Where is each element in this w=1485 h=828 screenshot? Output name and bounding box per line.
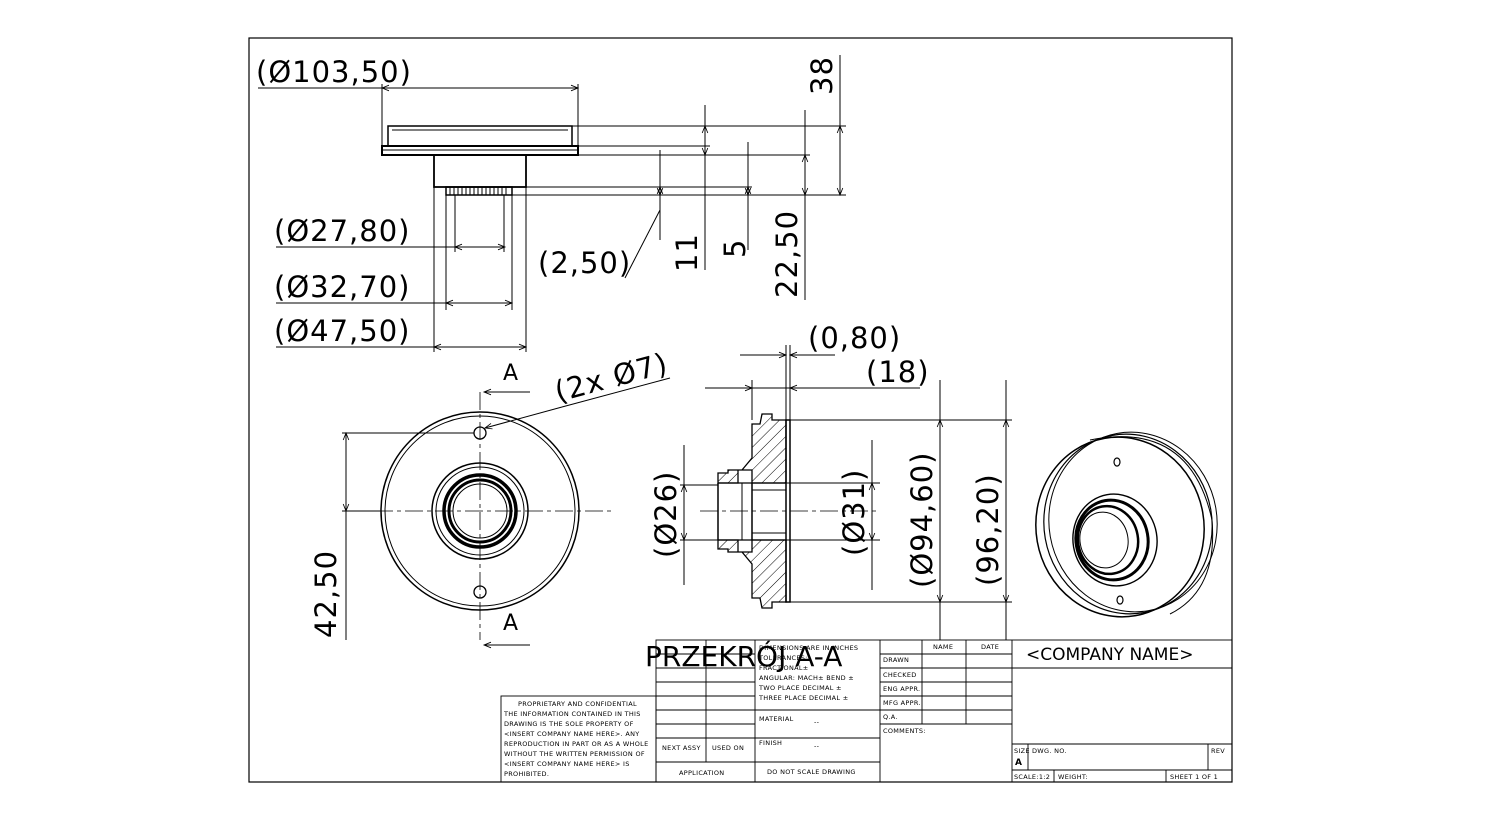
circular-view bbox=[345, 392, 615, 640]
svg-text:THREE PLACE DECIMAL ±: THREE PLACE DECIMAL ± bbox=[758, 694, 848, 702]
finish-value: -- bbox=[814, 742, 820, 750]
dim-diameter-27-80: (Ø27,80) bbox=[274, 214, 410, 248]
svg-text:<INSERT COMPANY NAME HERE> IS: <INSERT COMPANY NAME HERE> IS bbox=[504, 760, 630, 768]
dim-96-20: (96,20) bbox=[971, 473, 1005, 586]
dim-11: 11 bbox=[670, 233, 704, 272]
row-mfg-appr: MFG APPR. bbox=[883, 699, 921, 707]
dim-38: 38 bbox=[805, 56, 839, 95]
weight-label: WEIGHT: bbox=[1058, 773, 1088, 781]
name-header: NAME bbox=[933, 643, 953, 651]
svg-text:PROPRIETARY AND CONFIDENTIAL: PROPRIETARY AND CONFIDENTIAL bbox=[518, 700, 637, 708]
size-value: A bbox=[1015, 758, 1022, 768]
dim-diameter-47-50: (Ø47,50) bbox=[274, 314, 410, 348]
size-label: SIZE bbox=[1014, 747, 1030, 755]
svg-text:TWO PLACE DECIMAL ±: TWO PLACE DECIMAL ± bbox=[758, 684, 842, 692]
svg-text:DRAWING IS THE SOLE PROPERTY O: DRAWING IS THE SOLE PROPERTY OF bbox=[504, 720, 634, 728]
dim-2x-diameter-7: (2x Ø7) bbox=[551, 346, 672, 409]
svg-text:DIMENSIONS ARE IN INCHES: DIMENSIONS ARE IN INCHES bbox=[759, 644, 858, 652]
proprietary-notice: PROPRIETARY AND CONFIDENTIAL THE INFORMA… bbox=[503, 700, 649, 778]
sheet-label: SHEET 1 OF 1 bbox=[1170, 773, 1218, 781]
section-view-dimensions bbox=[680, 345, 1012, 640]
section-marker-top: A bbox=[503, 361, 518, 386]
svg-text:TOLERANCES:: TOLERANCES: bbox=[758, 654, 808, 662]
dim-diameter-31: (Ø31) bbox=[837, 469, 871, 556]
svg-text:THE INFORMATION CONTAINED IN T: THE INFORMATION CONTAINED IN THIS bbox=[503, 710, 641, 718]
dim-42-50: 42,50 bbox=[309, 550, 343, 638]
dim-22-50: 22,50 bbox=[770, 210, 804, 298]
dim-diameter-103-50: (Ø103,50) bbox=[256, 55, 412, 89]
dim-diameter-32-70: (Ø32,70) bbox=[274, 270, 410, 304]
front-view-dimensions bbox=[258, 55, 846, 352]
tolerance-notes: DIMENSIONS ARE IN INCHES TOLERANCES: FRA… bbox=[758, 644, 858, 702]
isometric-view bbox=[1035, 431, 1218, 618]
dim-5: 5 bbox=[718, 239, 752, 258]
circular-view-dimensions bbox=[342, 377, 671, 649]
scale-label: SCALE:1:2 bbox=[1014, 773, 1050, 781]
company-name: <COMPANY NAME> bbox=[1026, 645, 1193, 665]
next-assy-label: NEXT ASSY bbox=[662, 744, 701, 752]
section-title: PRZEKRÓJ A-A bbox=[645, 639, 842, 673]
dim-diameter-94-60: (Ø94,60) bbox=[905, 452, 939, 588]
row-checked: CHECKED bbox=[883, 671, 917, 679]
svg-text:ANGULAR: MACH± BEND ±: ANGULAR: MACH± BEND ± bbox=[759, 674, 854, 682]
svg-text:REPRODUCTION IN PART OR AS A W: REPRODUCTION IN PART OR AS A WHOLE bbox=[504, 740, 649, 748]
material-label: MATERIAL bbox=[759, 715, 794, 723]
rev-label: REV bbox=[1211, 747, 1225, 755]
svg-text:WITHOUT THE WRITTEN PERMISSION: WITHOUT THE WRITTEN PERMISSION OF bbox=[504, 750, 645, 758]
front-view bbox=[381, 125, 579, 252]
svg-text:<INSERT COMPANY NAME HERE>. AN: <INSERT COMPANY NAME HERE>. ANY bbox=[504, 730, 640, 738]
used-on-label: USED ON bbox=[712, 744, 744, 752]
row-comments: COMMENTS: bbox=[883, 727, 926, 735]
section-marker-bottom: A bbox=[503, 611, 518, 636]
dim-diameter-26: (Ø26) bbox=[649, 471, 683, 558]
svg-text:PROHIBITED.: PROHIBITED. bbox=[504, 770, 549, 778]
finish-label: FINISH bbox=[759, 739, 782, 747]
dim-18: (18) bbox=[866, 355, 930, 389]
dim-0-80: (0,80) bbox=[808, 321, 901, 355]
row-eng-appr: ENG APPR. bbox=[883, 685, 920, 693]
title-block-lines bbox=[500, 639, 1233, 783]
material-value: -- bbox=[814, 718, 820, 726]
dim-2-50: (2,50) bbox=[538, 246, 631, 280]
application-label: APPLICATION bbox=[679, 769, 724, 777]
dwg-no-label: DWG. NO. bbox=[1032, 747, 1067, 755]
row-qa: Q.A. bbox=[883, 713, 898, 721]
do-not-scale-label: DO NOT SCALE DRAWING bbox=[767, 768, 856, 776]
date-header: DATE bbox=[981, 643, 999, 651]
section-view bbox=[700, 413, 880, 609]
row-drawn: DRAWN bbox=[883, 656, 909, 664]
svg-text:FRACTIONAL±: FRACTIONAL± bbox=[759, 664, 809, 672]
